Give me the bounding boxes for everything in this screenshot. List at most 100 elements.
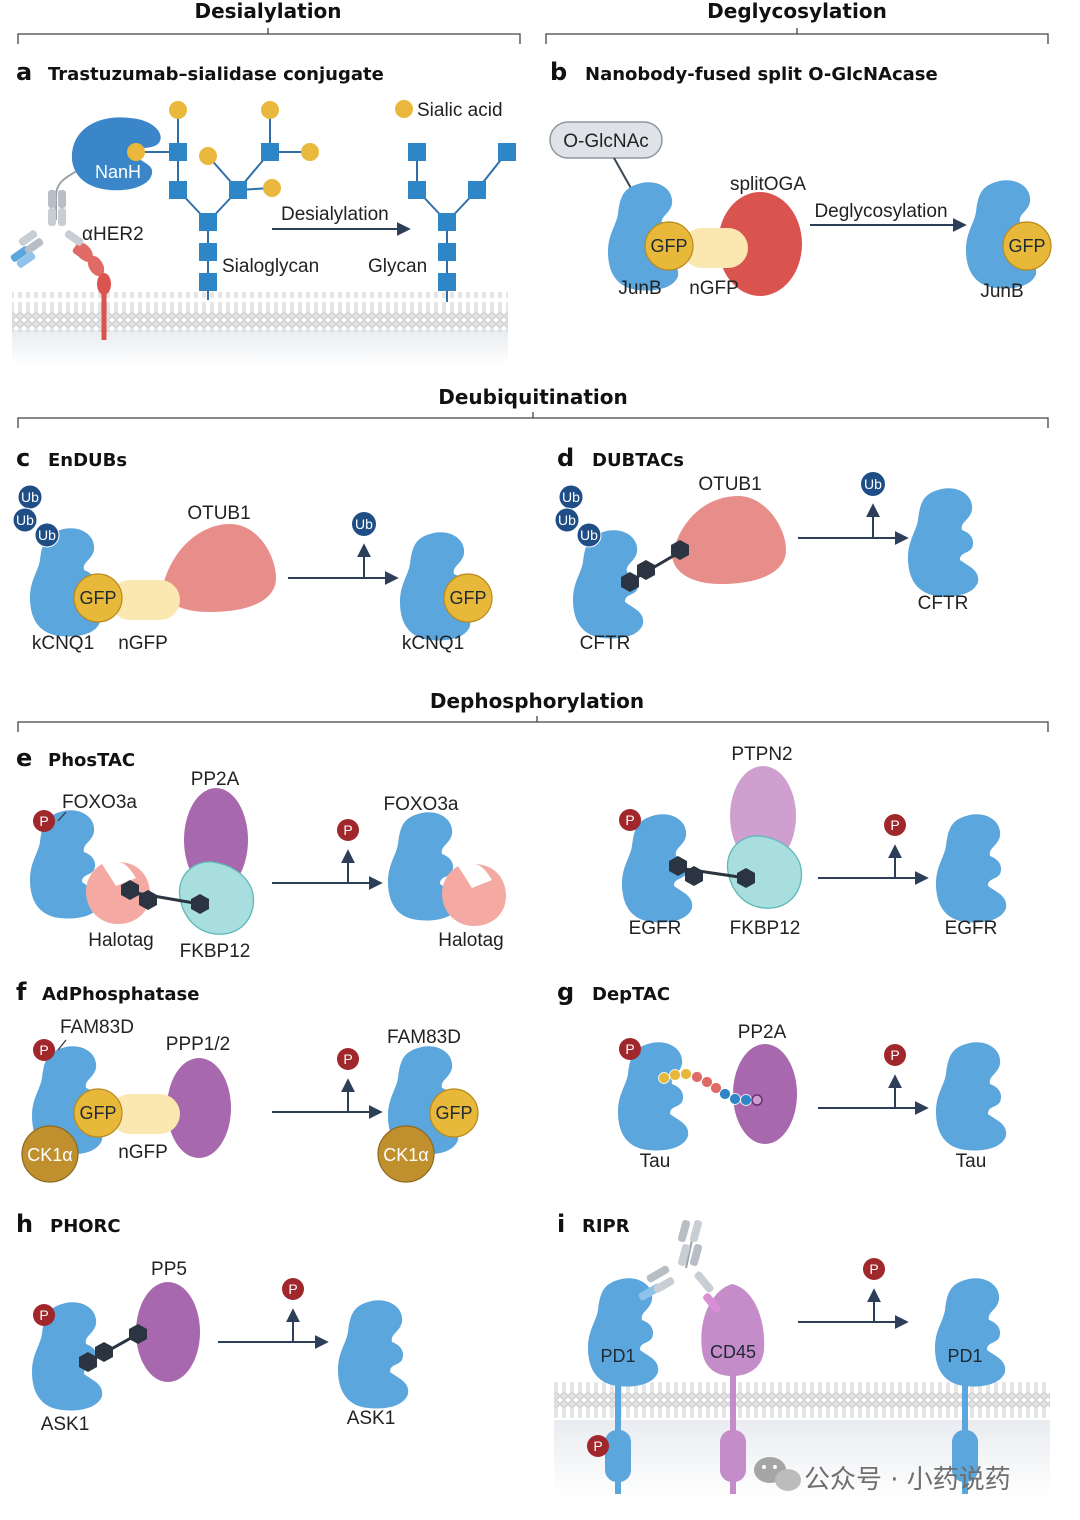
egfr-protein-product	[936, 814, 1007, 923]
label-gfp-product: GFP	[449, 588, 486, 608]
section-bracket	[17, 28, 521, 44]
panel-g: g DepTAC P PP2A Tau P Tau	[557, 978, 1007, 1172]
panel-f: f AdPhosphatase P FAM83D GFP CK1α PPP1/2…	[16, 978, 479, 1183]
section-deubiquitination: Deubiquitination	[17, 385, 1049, 428]
panel-letter: e	[16, 744, 32, 772]
label-deglycosylation: Deglycosylation	[814, 201, 947, 222]
ppp12-phosphatase	[167, 1058, 231, 1158]
label-p-released: P	[890, 817, 899, 833]
label-pp5: PP5	[151, 1259, 187, 1280]
label-p: P	[39, 1307, 48, 1323]
label-pd1: PD1	[600, 1346, 635, 1366]
panel-letter: h	[16, 1210, 33, 1238]
glycan-squares	[408, 143, 516, 291]
label-splitoga: splitOGA	[730, 174, 806, 195]
panel-title: AdPhosphatase	[42, 984, 199, 1005]
label-aher2: αHER2	[82, 224, 144, 245]
gfp-protein-product	[429, 1088, 479, 1138]
glycan-tree	[416, 151, 508, 302]
label-ptpn2: PTPN2	[731, 744, 792, 765]
label-sialoglycan: Sialoglycan	[222, 256, 319, 277]
label-junb-product: JunB	[980, 281, 1023, 302]
ck1a-kinase	[21, 1125, 79, 1183]
panel-title: RIPR	[582, 1216, 630, 1237]
fkbp12-protein	[726, 835, 803, 909]
pd1-receptor-product	[935, 1278, 1006, 1494]
section-bracket	[17, 716, 1049, 732]
label-gfp-product: GFP	[435, 1103, 472, 1123]
label-ub-released: Ub	[864, 476, 882, 492]
label-cd45: CD45	[710, 1342, 756, 1362]
ngfp-fragment	[110, 580, 180, 620]
panel-letter: g	[557, 978, 574, 1006]
cell-membrane	[554, 1382, 1050, 1422]
label-otub1: OTUB1	[698, 474, 761, 495]
section-deglycosylation: Deglycosylation	[545, 0, 1049, 44]
panel-letter: a	[16, 58, 32, 86]
phospho-link	[57, 1039, 67, 1051]
otub1-enzyme	[672, 496, 786, 584]
phorc-ligand	[79, 1324, 147, 1372]
label-pd1-product: PD1	[947, 1346, 982, 1366]
chat-bubble-icon	[754, 1457, 801, 1491]
phospho-group	[619, 809, 641, 831]
label-gfp: GFP	[650, 236, 687, 256]
panel-letter: d	[557, 444, 574, 472]
phospho-group	[33, 1304, 55, 1326]
panel-title: Nanobody-fused split O-GlcNAcase	[585, 64, 938, 85]
label-p-released: P	[288, 1281, 297, 1297]
oglcnac-link	[613, 157, 633, 191]
label-gfp: GFP	[79, 1103, 116, 1123]
watermark: 公众号 · 小药说药	[754, 1457, 1011, 1495]
label-ngfp: nGFP	[689, 278, 739, 299]
gfp-protein-product	[1002, 221, 1052, 271]
label-p: P	[625, 1041, 634, 1057]
gfp-protein	[644, 221, 694, 271]
label-glycan: Glycan	[368, 256, 427, 277]
pd1-receptor	[588, 1278, 659, 1494]
label-fkbp12: FKBP12	[730, 918, 801, 939]
label-ub: Ub	[558, 512, 576, 528]
pp2a-phosphatase	[733, 1044, 797, 1144]
gfp-protein-product	[443, 573, 493, 623]
gfp-protein	[73, 573, 123, 623]
panel-letter: b	[550, 58, 567, 86]
label-otub1: OTUB1	[187, 503, 250, 524]
ripr-bispecific-antibody	[638, 1220, 721, 1313]
phospho-group	[33, 1039, 55, 1061]
label-ppp12: PPP1/2	[166, 1034, 230, 1055]
label-p-released: P	[343, 1051, 352, 1067]
released-ubiquitin	[352, 512, 376, 536]
label-ck1a: CK1α	[27, 1145, 72, 1165]
phospho-link	[57, 811, 67, 822]
released-phosphate	[282, 1278, 304, 1300]
label-ub: Ub	[562, 489, 580, 505]
cytoplasm	[12, 330, 508, 366]
panel-title: EnDUBs	[48, 450, 127, 471]
label-ask1: ASK1	[41, 1414, 90, 1435]
ngfp-fragment	[682, 228, 748, 268]
deptac-peptide-chain	[658, 1068, 763, 1106]
section-title-deubiquitination: Deubiquitination	[438, 385, 628, 409]
tau-protein-product	[936, 1042, 1007, 1151]
label-gfp-product: GFP	[1008, 236, 1045, 256]
gfp-protein	[73, 1088, 123, 1138]
sialic-acid-circles	[127, 101, 319, 197]
label-p: P	[39, 1042, 48, 1058]
released-phosphate	[884, 814, 906, 836]
phospho-group	[619, 1038, 641, 1060]
label-sialic-acid: Sialic acid	[417, 100, 503, 121]
label-ask1-product: ASK1	[347, 1408, 396, 1429]
label-ub: Ub	[21, 489, 39, 505]
label-p: P	[39, 813, 48, 829]
label-fam83d: FAM83D	[60, 1017, 134, 1038]
phospho-group	[587, 1435, 609, 1457]
phostac-ligand	[121, 880, 209, 914]
label-p: P	[625, 812, 634, 828]
panel-a: a Trastuzumab–sialidase conjugate	[10, 58, 516, 366]
section-title-dephosphorylation: Dephosphorylation	[430, 689, 644, 713]
label-cftr: CFTR	[580, 633, 631, 654]
label-junb: JunB	[618, 278, 661, 299]
section-title-deglycosylation: Deglycosylation	[707, 0, 887, 23]
panel-title: PhosTAC	[48, 750, 135, 771]
